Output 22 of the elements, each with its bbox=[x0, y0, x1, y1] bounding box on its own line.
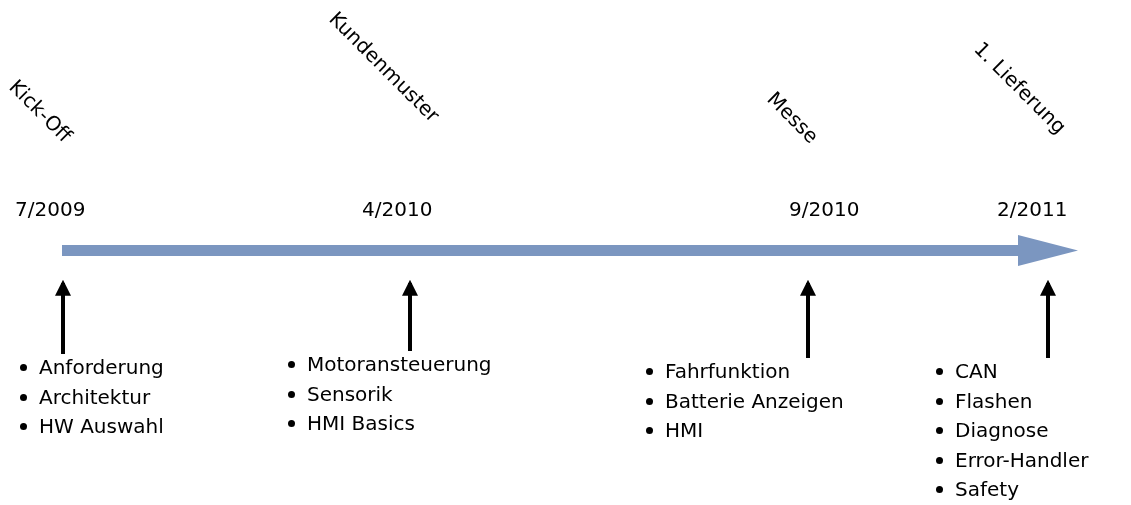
date-label: 4/2010 bbox=[362, 199, 433, 219]
date-label: 2/2011 bbox=[997, 199, 1068, 219]
bullet-item: Fahrfunktion bbox=[665, 358, 791, 385]
bullet-item: Safety bbox=[955, 476, 1019, 503]
bullet-item: Error-Handler bbox=[955, 446, 1089, 474]
bullet-item: Anforderung bbox=[39, 354, 164, 381]
bullet-item: Diagnose bbox=[955, 417, 1049, 444]
bullet-item: Sensorik bbox=[307, 380, 393, 408]
bullet-item: HMI bbox=[665, 417, 704, 444]
bullet-item: HMI Basics bbox=[307, 410, 415, 437]
arrow bbox=[55, 279, 71, 354]
bullet-item: HW Auswahl bbox=[39, 413, 164, 440]
arrow bbox=[1040, 279, 1056, 358]
arrow bbox=[402, 279, 418, 351]
date-label: 7/2009 bbox=[15, 199, 86, 219]
bullet-item: Batterie Anzeigen bbox=[665, 387, 844, 415]
date-label: 9/2010 bbox=[789, 199, 860, 219]
bullet-item: Motoransteuerung bbox=[307, 351, 492, 378]
bullet-item: Architektur bbox=[39, 383, 151, 411]
bullet-item: Flashen bbox=[955, 387, 1033, 415]
bullet-item: CAN bbox=[955, 358, 998, 385]
arrow bbox=[800, 279, 816, 358]
